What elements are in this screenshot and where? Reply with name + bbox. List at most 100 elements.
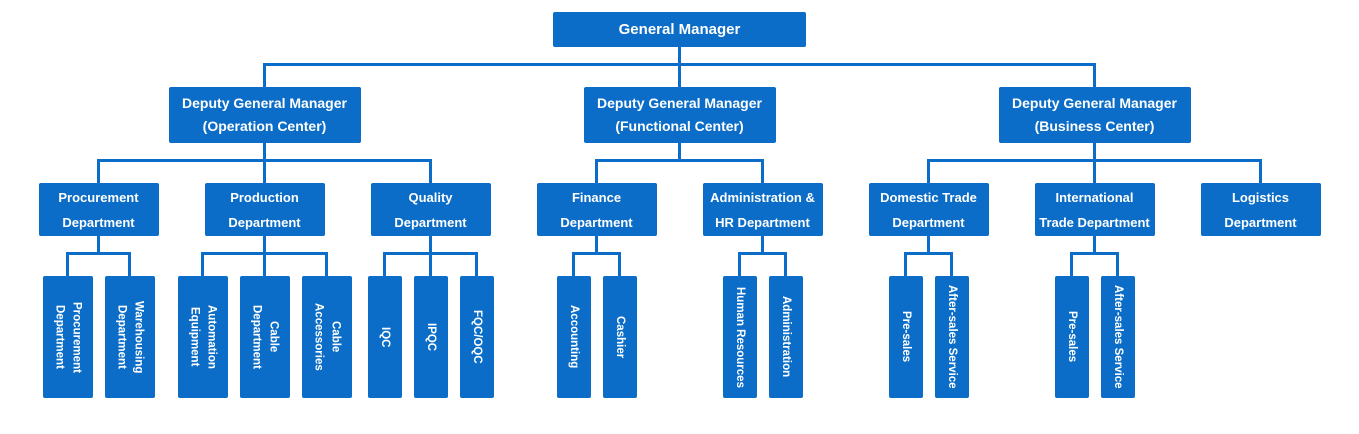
org-node-label: Deputy General Manager (Operation Center… [182,95,347,134]
org-node-after-sales-service: After-sales Service [1100,276,1135,398]
connector-down [761,236,764,252]
org-node-pre-sales: Pre-sales [888,276,923,398]
org-branch-iqc: IQC [362,252,408,398]
org-node-label: Finance Department [560,189,633,230]
org-branch-accounting: Accounting [551,252,597,398]
org-node-label: Pre-sales [1066,311,1078,363]
org-children-of-quality-department: IQC IPQC FQC/OQC [362,252,500,398]
org-node-ipqc: IPQC [413,276,448,398]
org-node-label: Administration & HR Department [710,189,815,230]
org-branch-pre-sales: Pre-sales [883,252,929,398]
org-node-after-sales-service: After-sales Service [934,276,969,398]
org-node-general-manager: General Manager [553,12,806,47]
org-node-warehousing-department: Warehousing Department [104,276,155,398]
org-node-domestic-trade-department: Domestic Trade Department [868,183,989,236]
org-node-label: Accounting [568,305,580,369]
org-node-human-resources: Human Resources [722,276,757,398]
connector-down [97,236,100,252]
connector-down [927,236,930,252]
connector-down [595,236,598,252]
org-node-label: IPQC [425,322,437,352]
org-node-label: After-sales Service [1112,285,1124,389]
org-node-deputy-general-manager-business-center: Deputy General Manager (Business Center) [998,87,1191,143]
org-node-procurement-department: Procurement Department [42,276,93,398]
org-branch-human-resources: Human Resources [717,252,763,398]
org-node-procurement-department: Procurement Department [38,183,159,236]
org-children-of-domestic-trade-department: Pre-sales After-sales Service [883,252,975,398]
org-node-administration-hr-department: Administration & HR Department [702,183,823,236]
org-node-pre-sales: Pre-sales [1054,276,1089,398]
org-branch-after-sales-service: After-sales Service [1094,252,1141,398]
org-branch-administration: Administration [762,252,809,398]
connector-down [1093,143,1096,159]
org-branch-warehousing-department: Warehousing Department [98,252,161,398]
org-node-label: Procurement Department [53,301,83,373]
org-node-cable-department: Cable Department [239,276,290,398]
org-branch-deputy-general-manager-functional-center: Deputy General Manager (Functional Cente… [513,63,846,398]
org-node-administration: Administration [768,276,803,398]
org-node-finance-department: Finance Department [536,183,657,236]
org-node-deputy-general-manager-operation-center: Deputy General Manager (Operation Center… [168,87,361,143]
org-node-logistics-department: Logistics Department [1200,183,1321,236]
org-branch-cashier: Cashier [596,252,643,398]
org-children-of-finance-department: Accounting Cashier [551,252,643,398]
org-children-of-production-department: Automation Equipment Cable Department Cabl… [172,252,358,398]
org-node-deputy-general-manager-functional-center: Deputy General Manager (Functional Cente… [583,87,776,143]
org-node-production-department: Production Department [204,183,325,236]
org-node-label: Pre-sales [900,311,912,363]
org-branch-automation-equipment: Automation Equipment [172,252,234,398]
org-node-label: Cable Accessories [312,303,342,371]
org-node-label: Human Resources [734,286,746,388]
org-branch-logistics-department: Logistics Department [1177,159,1344,236]
connector-down [429,236,432,252]
org-branch-cable-accessories: Cable Accessories [295,252,358,398]
org-node-accounting: Accounting [556,276,591,398]
connector-down [678,143,681,159]
connector-down [263,236,266,252]
org-node-cable-accessories: Cable Accessories [301,276,352,398]
org-node-automation-equipment: Automation Equipment [177,276,228,398]
org-node-label: IQC [379,326,391,348]
org-branch-fqc-oqc: FQC/OQC [453,252,500,398]
org-node-label: Cashier [614,315,626,359]
org-children-of-administration-hr-department: Human Resources Administration [717,252,809,398]
connector-down [263,143,266,159]
org-branch-pre-sales: Pre-sales [1049,252,1095,398]
org-branch-ipqc: IPQC [407,252,454,398]
org-branch-deputy-general-manager-business-center: Deputy General Manager (Business Center)… [845,63,1344,398]
org-node-label: Warehousing Department [115,300,145,374]
org-node-label: After-sales Service [946,285,958,389]
org-node-label: Domestic Trade Department [880,189,977,230]
org-branch-after-sales-service: After-sales Service [928,252,975,398]
org-node-label: Procurement Department [58,189,139,230]
org-node-fqc-oqc: FQC/OQC [459,276,494,398]
connector-down [1093,236,1096,252]
org-node-label: Deputy General Manager (Business Center) [1012,95,1177,134]
org-node-label: Deputy General Manager (Functional Cente… [597,95,762,134]
org-node-iqc: IQC [367,276,402,398]
org-children-of-international-trade-department: Pre-sales After-sales Service [1049,252,1141,398]
org-node-label: FQC/OQC [471,310,483,364]
org-branch-procurement-department: Procurement Department [37,252,99,398]
org-node-label: Quality Department [394,189,467,230]
org-children-of-procurement-department: Procurement Department Warehousing Depart… [37,252,161,398]
org-node-label: Automation Equipment [188,305,218,369]
org-node-label: Administration [780,296,792,378]
connector-down [678,47,681,63]
org-branch-cable-department: Cable Department [233,252,296,398]
org-node-label: International Trade Department [1039,189,1150,230]
org-node-label: Production Department [228,189,301,230]
org-node-cashier: Cashier [602,276,637,398]
